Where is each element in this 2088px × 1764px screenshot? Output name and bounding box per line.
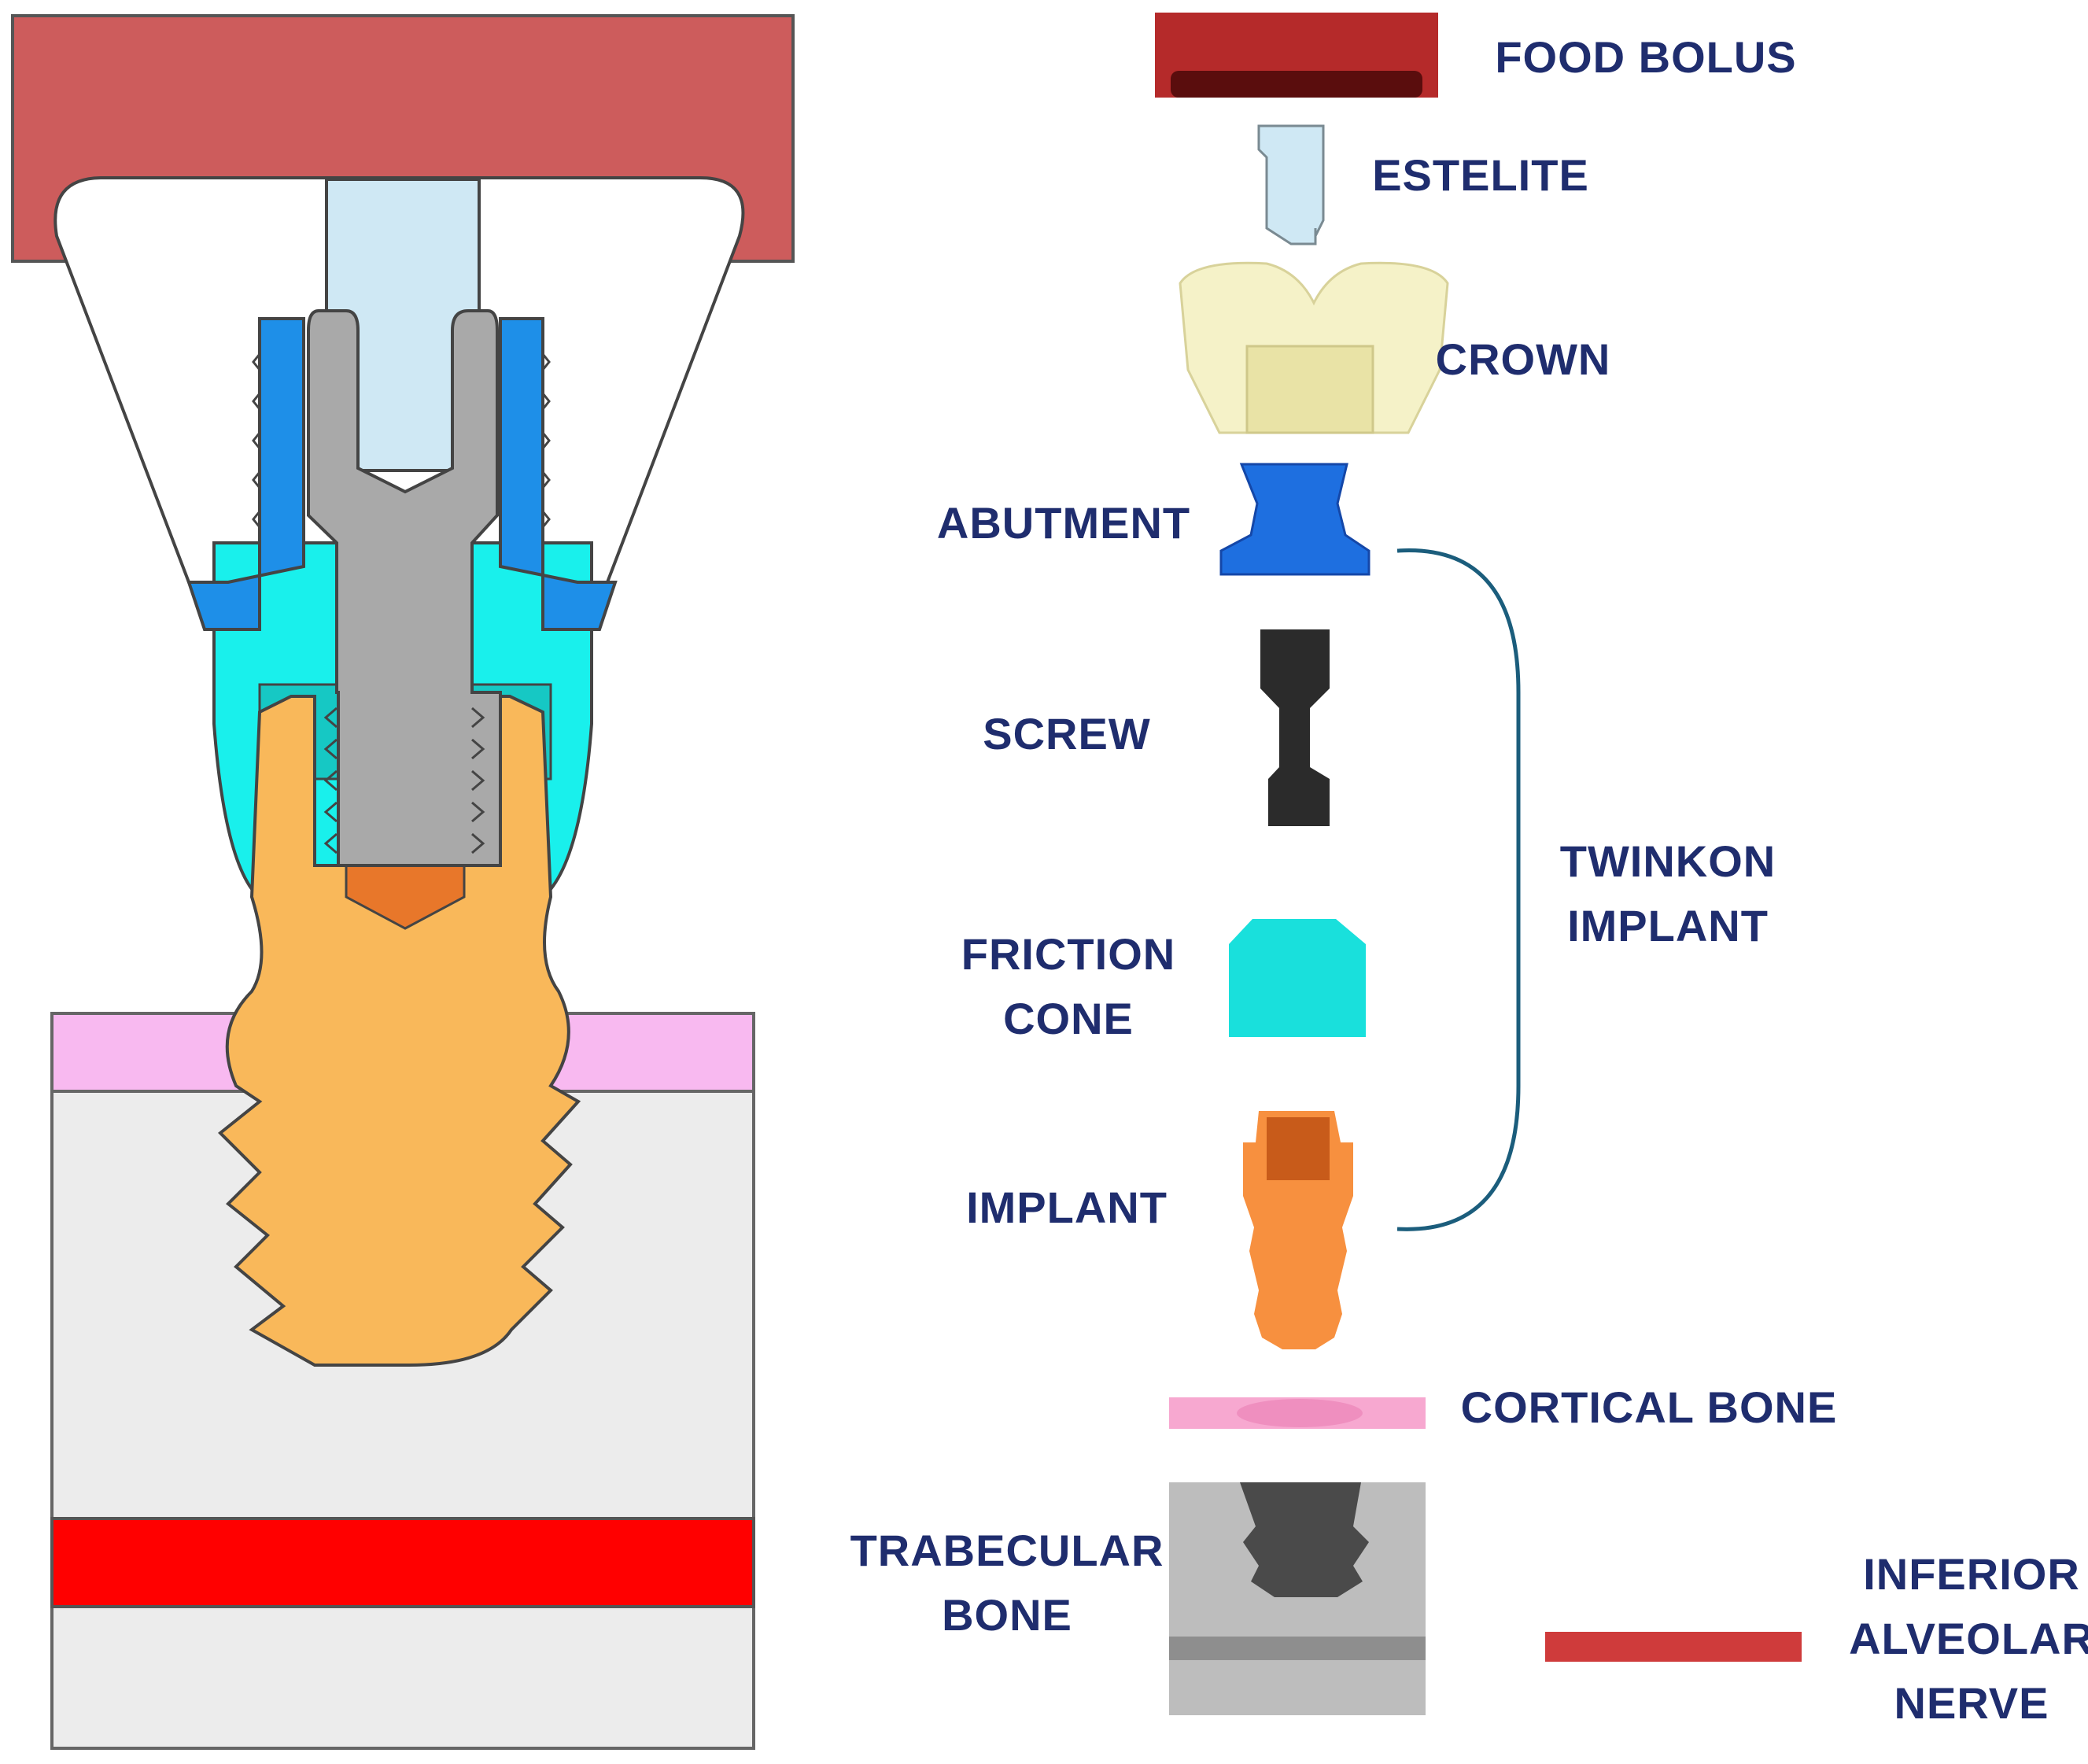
exploded-view: FOOD BOLUS ESTELITE CROWN ABUTMENT SCREW… bbox=[850, 13, 2088, 1728]
inferior-alveolar-nerve-section bbox=[50, 1517, 755, 1608]
twinkon-label-line2: IMPLANT bbox=[1567, 901, 1769, 950]
screw-threads-left bbox=[323, 707, 338, 854]
friction-cone-label-line2: CONE bbox=[1003, 994, 1134, 1043]
estelite-label: ESTELITE bbox=[1372, 150, 1589, 200]
abutment-section bbox=[186, 317, 618, 631]
trabecular-bone-part-hole bbox=[1240, 1482, 1369, 1597]
inferior-alveolar-nerve-label-line2: ALVEOLAR bbox=[1849, 1614, 2088, 1663]
friction-cone-part bbox=[1229, 919, 1366, 1037]
abutment-serrations-left bbox=[252, 353, 261, 528]
cortical-bone-part-hole bbox=[1237, 1399, 1363, 1427]
screw-section bbox=[307, 309, 502, 867]
twinkon-label-line1: TWINKON bbox=[1560, 836, 1776, 886]
trabecular-bone-label-line2: BONE bbox=[942, 1590, 1072, 1640]
screw-threads-right bbox=[471, 707, 485, 854]
inferior-alveolar-nerve-label-line1: INFERIOR bbox=[1863, 1549, 2080, 1599]
crown-part-thread bbox=[1245, 345, 1374, 434]
abutment-part bbox=[1219, 463, 1370, 576]
implant-part-thread bbox=[1267, 1117, 1330, 1180]
screw-part bbox=[1260, 629, 1330, 826]
abutment-label: ABUTMENT bbox=[937, 498, 1190, 548]
trabecular-bone-label-line1: TRABECULAR bbox=[850, 1526, 1164, 1575]
trabecular-bone-part-channel bbox=[1169, 1637, 1426, 1660]
cross-section-view bbox=[11, 14, 795, 1750]
abutment-serrations-right bbox=[541, 353, 551, 528]
estelite-part bbox=[1257, 124, 1325, 245]
food-bolus-label: FOOD BOLUS bbox=[1495, 32, 1796, 82]
crown-label: CROWN bbox=[1436, 334, 1611, 384]
friction-cone-label-line1: FRICTION bbox=[961, 929, 1175, 979]
twinkon-bracket bbox=[1396, 548, 1521, 1231]
inferior-alveolar-nerve-label-line3: NERVE bbox=[1894, 1678, 2049, 1728]
implant-label: IMPLANT bbox=[966, 1183, 1168, 1232]
cortical-bone-label: CORTICAL BONE bbox=[1461, 1382, 1838, 1432]
inferior-alveolar-nerve-part bbox=[1545, 1632, 1802, 1662]
screw-label: SCREW bbox=[983, 709, 1150, 758]
food-bolus-part-cavity bbox=[1171, 71, 1422, 98]
